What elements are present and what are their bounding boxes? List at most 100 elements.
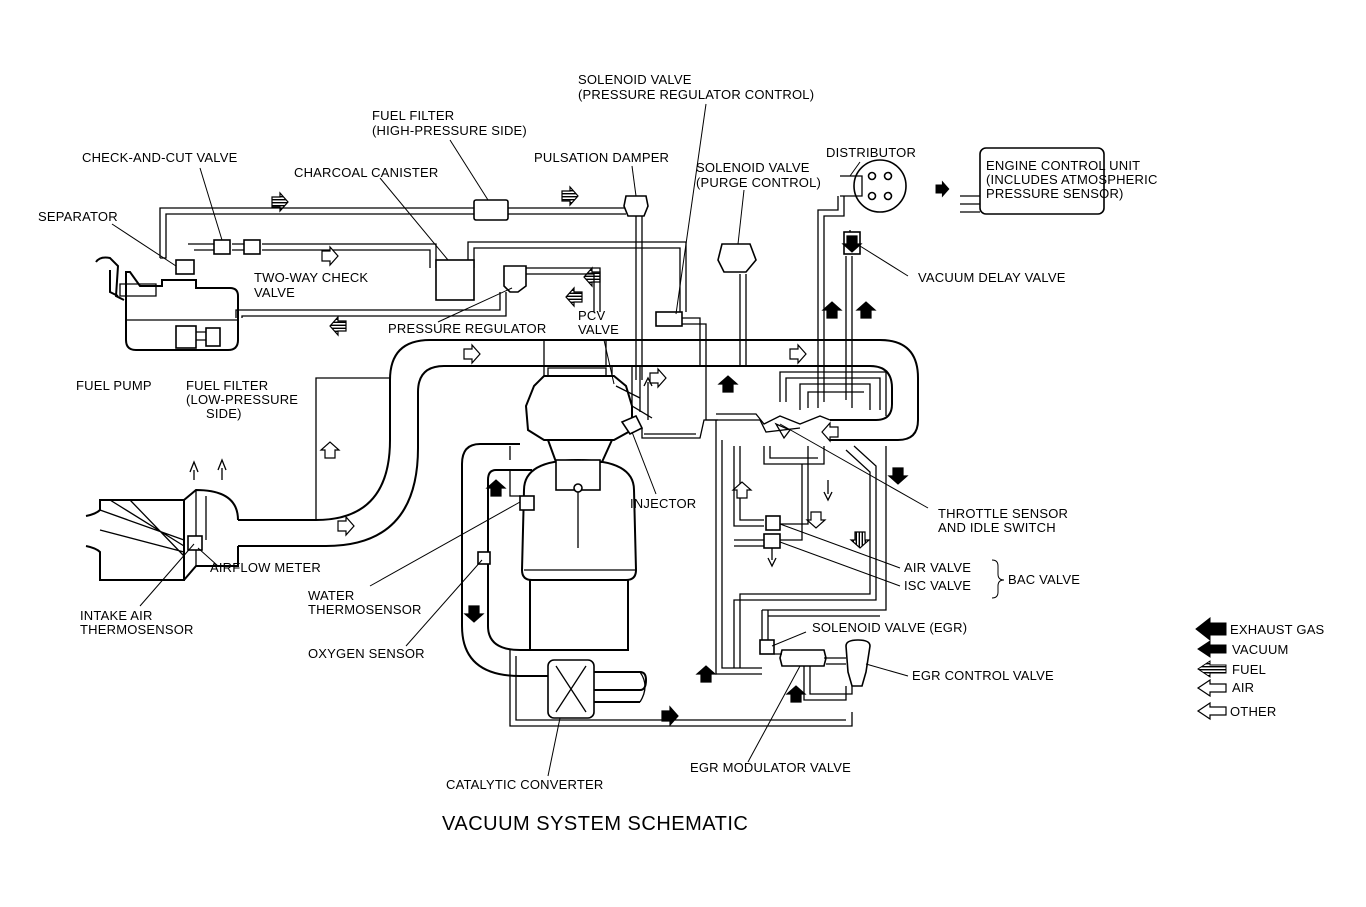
label-intake-air: INTAKE AIR xyxy=(80,608,153,623)
label-fuel-filter-low-sub1: (LOW-PRESSURE xyxy=(186,392,298,407)
exhaust xyxy=(461,443,853,727)
label-solenoid-valve-pr: SOLENOID VALVE xyxy=(578,72,692,87)
egr-modulator-valve xyxy=(779,649,827,667)
label-charcoal-canister: CHARCOAL CANISTER xyxy=(294,165,439,180)
vacuum-arrow-icon xyxy=(888,467,908,485)
label-water-thermosensor-sub: THERMOSENSOR xyxy=(308,602,422,617)
fuel-filter-high xyxy=(473,199,509,221)
water-thermosensor xyxy=(519,495,535,511)
diagram-title: VACUUM SYSTEM SCHEMATIC xyxy=(442,813,748,835)
label-ecu-sub2: PRESSURE SENSOR) xyxy=(986,186,1124,201)
air-valve xyxy=(765,515,781,531)
fuel-arrow-icon xyxy=(561,186,579,206)
exhaust-gas-arrow-icon xyxy=(1195,616,1227,642)
label-solenoid-valve-purge-sub: (PURGE CONTROL) xyxy=(696,175,821,190)
label-bac-valve: BAC VALVE xyxy=(1008,572,1080,587)
air-arrow-icon xyxy=(649,368,667,388)
flow-arrows xyxy=(271,181,950,726)
label-solenoid-valve-egr: SOLENOID VALVE (EGR) xyxy=(812,620,967,635)
label-egr-modulator-valve: EGR MODULATOR VALVE xyxy=(690,760,851,775)
label-check-and-cut-valve: CHECK-AND-CUT VALVE xyxy=(82,150,238,165)
exhaust-arrow-icon xyxy=(464,605,484,623)
engine-block xyxy=(519,367,653,651)
air-arrow-icon xyxy=(463,344,481,364)
label-two-way-check-valve-sub: VALVE xyxy=(254,285,295,300)
label-solenoid-valve-pr-sub: (PRESSURE REGULATOR CONTROL) xyxy=(578,87,814,102)
other-arrow-icon xyxy=(1196,701,1227,721)
label-ecu: ENGINE CONTROL UNIT xyxy=(986,158,1140,173)
label-fuel-filter-high-sub: (HIGH-PRESSURE SIDE) xyxy=(372,123,527,138)
fuel-filter-low xyxy=(205,327,221,347)
bac-egr-circuit xyxy=(715,422,887,701)
fuel-tank xyxy=(95,256,239,351)
label-egr-control-valve: EGR CONTROL VALVE xyxy=(912,668,1054,683)
fuel-arrow-icon xyxy=(565,287,583,307)
fuel-pump xyxy=(175,325,197,349)
label-fuel-filter-high: FUEL FILTER xyxy=(372,108,454,123)
engine-lines xyxy=(543,340,887,440)
legend-item-exhaust-gas: EXHAUST GAS xyxy=(1195,616,1325,642)
vacuum-arrow-icon xyxy=(856,301,876,319)
fuel-arrow-icon xyxy=(1197,660,1227,678)
legend-label: OTHER xyxy=(1230,704,1277,719)
distributor xyxy=(853,159,907,213)
label-solenoid-valve-purge: SOLENOID VALVE xyxy=(696,160,810,175)
label-separator: SEPARATOR xyxy=(38,209,118,224)
label-catalytic-converter: CATALYTIC CONVERTER xyxy=(446,777,603,792)
label-vacuum-delay-valve: VACUUM DELAY VALVE xyxy=(918,270,1066,285)
injector xyxy=(620,414,644,436)
label-airflow-meter: AIRFLOW METER xyxy=(210,560,321,575)
leader-lines xyxy=(111,103,1005,777)
legend-item-air: AIR xyxy=(1196,678,1254,698)
label-intake-air-sub: THERMOSENSOR xyxy=(80,622,194,637)
vacuum-arrow-icon xyxy=(822,301,842,319)
isc-valve xyxy=(763,533,781,549)
legend-item-other: OTHER xyxy=(1196,701,1277,721)
label-throttle-sensor-sub: AND IDLE SWITCH xyxy=(938,520,1056,535)
pulsation-damper xyxy=(623,195,649,217)
legend-label: EXHAUST GAS xyxy=(1230,622,1325,637)
air-arrow-icon xyxy=(806,511,826,529)
legend-item-vacuum: VACUUM xyxy=(1197,640,1289,658)
fuel-lines xyxy=(159,196,853,380)
label-throttle-sensor: THROTTLE SENSOR xyxy=(938,506,1068,521)
label-isc-valve: ISC VALVE xyxy=(904,578,971,593)
vacuum-arrow-icon xyxy=(696,665,716,683)
signal-arrow-icon xyxy=(935,181,950,197)
intake-duct xyxy=(238,339,919,547)
air-arrow-icon xyxy=(337,516,355,536)
label-pcv-sub: VALVE xyxy=(578,322,619,337)
charcoal-canister xyxy=(435,259,475,301)
label-ecu-sub1: (INCLUDES ATMOSPHERIC xyxy=(986,172,1158,187)
air-arrow-icon xyxy=(1196,678,1227,698)
two-way-check-valve xyxy=(243,239,261,255)
label-water-thermosensor: WATER xyxy=(308,588,355,603)
vacuum-arrow-icon xyxy=(786,685,806,703)
air-cleaner xyxy=(85,458,239,581)
label-pulsation-damper: PULSATION DAMPER xyxy=(534,150,669,165)
solenoid-valve-egr xyxy=(759,639,775,655)
label-injector: INJECTOR xyxy=(630,496,696,511)
labels: SOLENOID VALVE (PRESSURE REGULATOR CONTR… xyxy=(38,72,1158,835)
solenoid-valve-purge xyxy=(717,243,757,273)
solenoid-valve-pr xyxy=(655,311,683,327)
legend-label: FUEL xyxy=(1232,662,1266,677)
vacuum-arrow-icon xyxy=(486,479,506,497)
exhaust-arrow-icon xyxy=(661,706,679,726)
legend-label: VACUUM xyxy=(1232,642,1289,657)
label-fuel-filter-low-sub2: SIDE) xyxy=(206,406,242,421)
air-arrow-icon xyxy=(789,344,807,364)
separator xyxy=(175,259,195,275)
check-and-cut-valve xyxy=(213,239,231,255)
label-fuel-pump: FUEL PUMP xyxy=(76,378,152,393)
label-oxygen-sensor: OXYGEN SENSOR xyxy=(308,646,425,661)
label-pcv: PCV xyxy=(578,308,605,323)
pressure-regulator xyxy=(503,265,527,293)
legend-label: AIR xyxy=(1232,680,1254,695)
label-fuel-filter-low: FUEL FILTER xyxy=(186,378,268,393)
engine-control-unit xyxy=(979,147,1105,215)
egr-control-valve xyxy=(845,639,871,687)
vacuum-arrow-icon xyxy=(1197,640,1227,658)
fuel-arrow-icon xyxy=(850,531,870,549)
